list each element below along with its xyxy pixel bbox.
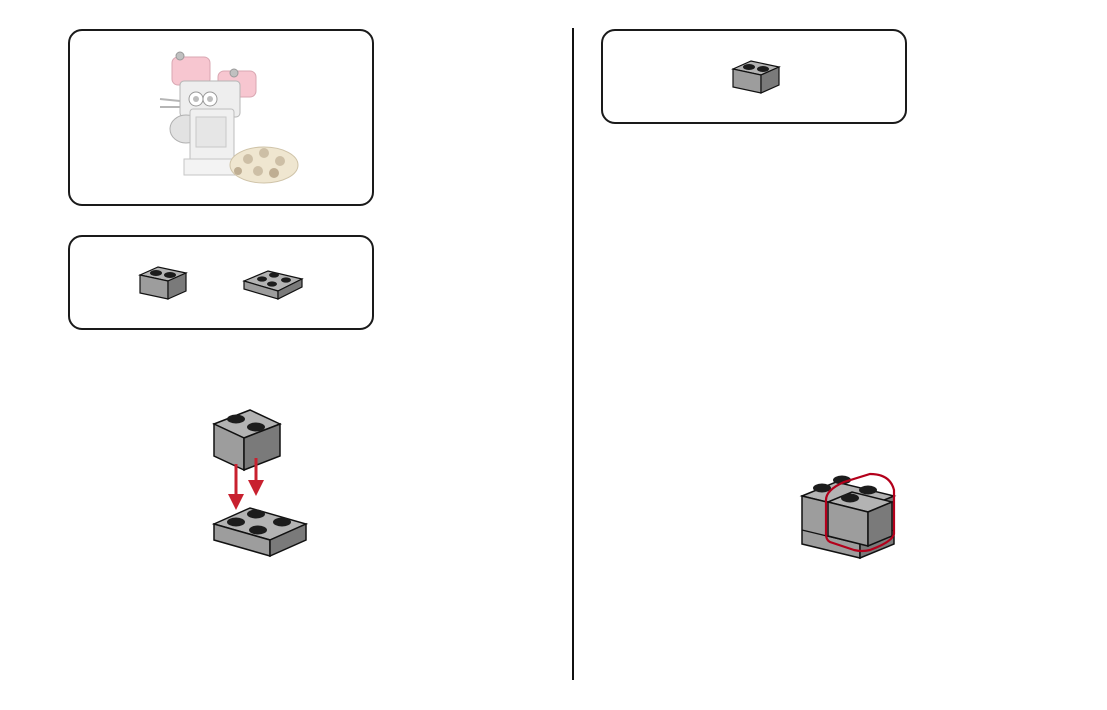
model-preview-panel [68,29,374,206]
brick-on-plate-assembly-icon [212,392,312,562]
plate-2x2-gray-icon [242,263,304,303]
parts-list-panel-right [601,29,907,124]
mouse-cheese-model-icon [68,29,374,206]
page-divider [572,28,574,680]
parts-list-panel-left [68,235,374,330]
stacked-bricks-result-icon [800,460,900,560]
brick-1x2-gray-icon [138,259,188,303]
brick-1x2-gray-icon [731,53,781,97]
